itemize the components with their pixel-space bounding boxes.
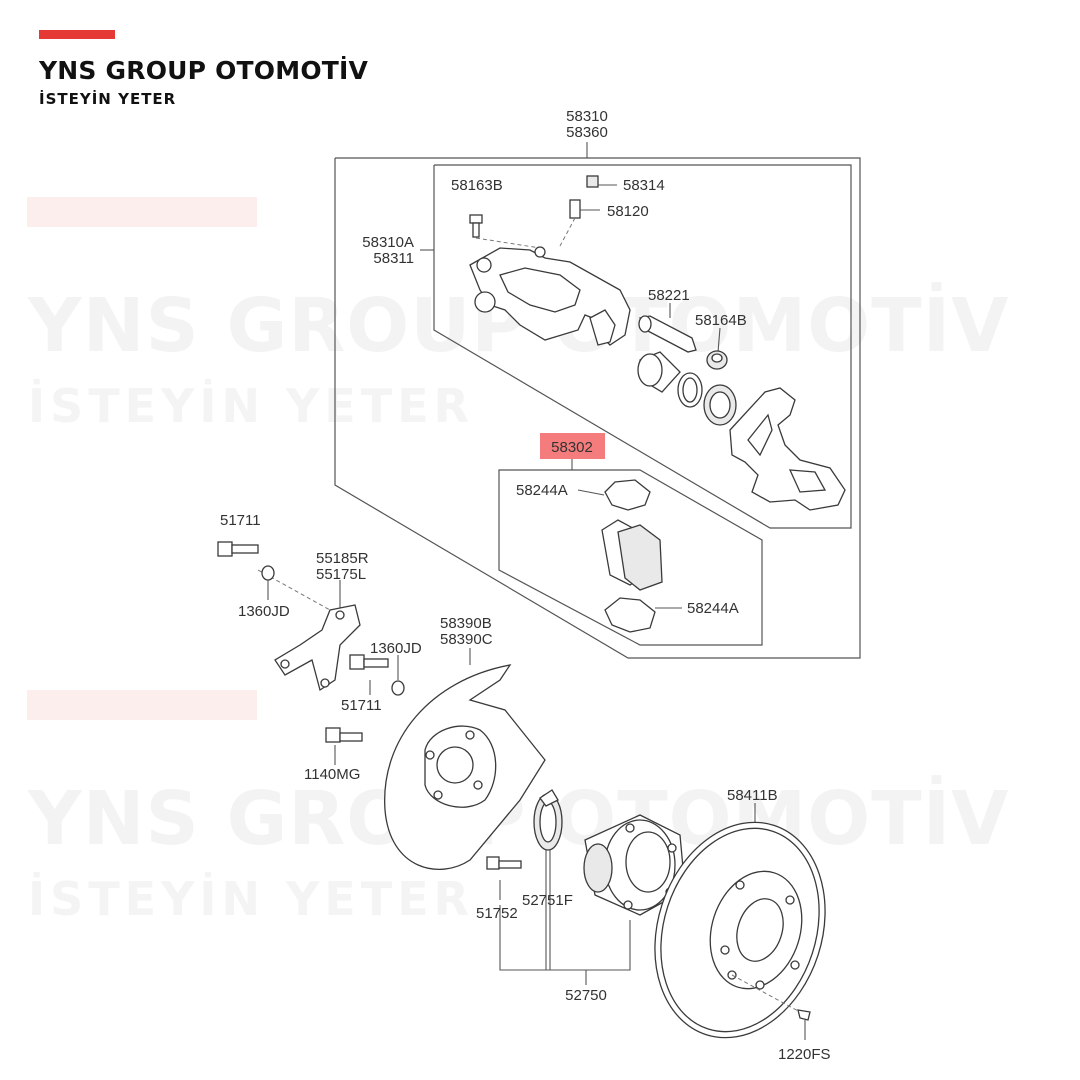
hub-bearing-52751f [583,814,686,916]
bolt-1140mg [325,727,363,765]
part-label-55185r: 55185R [316,550,369,567]
brake-pad-outer [617,524,663,591]
part-label-55175l: 55175L [316,566,366,583]
brand-title: YNS GROUP OTOMOTİV [39,56,369,85]
bolt-51711-mid [349,654,389,695]
part-label-58244a-top: 58244A [516,482,568,499]
part-label-51711-mid: 51711 [341,697,382,714]
part-label-1360jd-mid: 1360JD [370,640,422,657]
bracket-55185r [274,580,361,692]
caliper-body-frame [433,164,852,529]
part-label-58310a: 58310A [362,234,414,251]
guide-pin-58221 [638,303,697,353]
brand-subtitle: İSTEYİN YETER [39,90,177,108]
part-label-58311: 58311 [373,250,414,267]
group-bracket-52750 [499,905,631,971]
part-label-58360: 58360 [566,124,608,141]
dust-shield-58390b [384,648,546,871]
part-label-1220fs: 1220FS [778,1046,831,1063]
part-label-58302: 58302 [551,439,593,456]
part-label-58164b: 58164B [695,312,747,329]
part-label-58390c: 58390C [440,631,493,648]
boot-58164b [706,327,728,370]
piston-seal-inner [682,377,698,403]
pad-clip-bottom [604,597,682,633]
part-label-1360jd-left: 1360JD [238,603,290,620]
pad-clip-top [577,479,651,511]
part-label-58310: 58310 [566,108,608,125]
pad-kit-frame [498,469,763,646]
part-label-52751f: 52751F [522,892,573,909]
highlight-box-58302 [540,433,605,459]
cap-58314 [586,175,617,188]
bolt-51711-top [217,541,331,611]
part-label-58163b: 58163B [451,177,503,194]
brake-disc-58411b [654,803,826,1039]
part-label-51752: 51752 [476,905,518,922]
part-label-58314: 58314 [623,177,665,194]
washer-1360jd-mid [391,655,405,696]
caliper-carrier-bracket [729,387,846,511]
dust-boot-inner [709,391,731,419]
hub-stud-51752 [486,856,522,900]
part-label-58244a-bottom: 58244A [687,600,739,617]
screw-1220fs [797,1009,811,1040]
caliper-piston [637,351,681,393]
abs-tone-ring [533,789,563,851]
part-label-1140mg: 1140MG [304,766,360,783]
brand-accent-bar [39,30,115,39]
caliper-housing [469,246,631,346]
part-label-58390b: 58390B [440,615,492,632]
washer-1360jd-left [261,565,275,600]
part-label-52750: 52750 [565,987,607,1004]
part-label-51711-top: 51711 [220,512,261,529]
part-label-58411b: 58411B [727,787,778,804]
bolt-58163b [469,214,541,249]
caliper-assembly-frame [334,157,861,659]
part-label-58120: 58120 [607,203,649,220]
bleeder-screw-58120 [559,199,600,247]
part-label-58221: 58221 [648,287,690,304]
